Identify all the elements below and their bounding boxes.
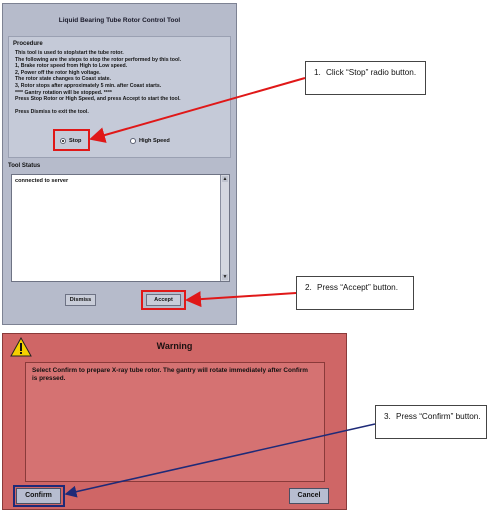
procedure-text: This tool is used to stop/start the tube… (15, 50, 181, 116)
radio-unchecked-icon (130, 138, 136, 144)
tool-status-label: Tool Status (8, 163, 41, 169)
warning-message-box: Select Confirm to prepare X-ray tube rot… (25, 362, 325, 482)
tool-status-textarea[interactable]: connected to server ▲ ▼ (11, 174, 230, 282)
warning-dialog: Warning Select Confirm to prepare X-ray … (2, 333, 347, 510)
confirm-button[interactable]: Confirm (16, 488, 61, 504)
radio-checked-icon (60, 138, 66, 144)
procedure-line: 2, Power off the rotor high voltage. (15, 69, 101, 76)
scroll-up-icon[interactable]: ▲ (222, 176, 228, 182)
stop-highlight-box (53, 129, 90, 151)
procedure-label: Procedure (13, 41, 43, 47)
high-speed-radio-label: High Speed (139, 138, 170, 144)
stop-radio-label: Stop (69, 138, 82, 144)
procedure-line: This tool is used to stop/start the tube… (15, 50, 124, 56)
warning-title: Warning (156, 341, 193, 351)
procedure-line: 3, Rotor stops after approximately 5 min… (15, 82, 162, 89)
callout-number: 3. (384, 412, 391, 421)
callout-text: Press “Confirm” button. (396, 412, 481, 421)
high-speed-radio[interactable]: High Speed (130, 138, 170, 144)
callout-text: Click “Stop” radio button. (326, 68, 417, 77)
procedure-line: Press Stop Rotor or High Speed, and pres… (15, 96, 181, 103)
callout-step-1: 1. Click “Stop” radio button. (305, 61, 426, 95)
procedure-panel: Procedure This tool is used to stop/star… (8, 36, 231, 158)
procedure-line: 1, Brake rotor speed from High to Low sp… (15, 63, 128, 70)
accept-button[interactable]: Accept (146, 294, 181, 306)
scroll-down-icon[interactable]: ▼ (222, 274, 228, 280)
cancel-button[interactable]: Cancel (289, 488, 329, 504)
procedure-line: The following are the steps to stop the … (15, 56, 182, 63)
dismiss-button[interactable]: Dismiss (65, 294, 96, 306)
procedure-line: **** Gantry rotation will be stopped. **… (15, 89, 112, 96)
confirm-highlight-box (13, 485, 65, 507)
accept-highlight-box (141, 290, 186, 310)
callout-number: 2. (305, 283, 312, 292)
procedure-line: The rotor state changes to Coast state. (15, 76, 111, 83)
procedure-line: Press Dismiss to exit the tool. (15, 109, 89, 116)
tool-status-text: connected to server (15, 178, 69, 184)
callout-step-2: 2. Press “Accept” button. (296, 276, 414, 310)
callout-step-3: 3. Press “Confirm” button. (375, 405, 487, 439)
window-title: Liquid Bearing Tube Rotor Control Tool (58, 17, 181, 24)
callout-number: 1. (314, 68, 321, 77)
procedure-line (15, 103, 181, 110)
rotor-control-window: Liquid Bearing Tube Rotor Control Tool P… (2, 3, 237, 325)
callout-text: Press “Accept” button. (317, 283, 398, 292)
status-scrollbar[interactable]: ▲ ▼ (220, 175, 229, 281)
warning-message: Select Confirm to prepare X-ray tube rot… (32, 367, 308, 382)
stop-radio[interactable]: Stop (60, 138, 81, 144)
warning-icon (10, 337, 32, 357)
